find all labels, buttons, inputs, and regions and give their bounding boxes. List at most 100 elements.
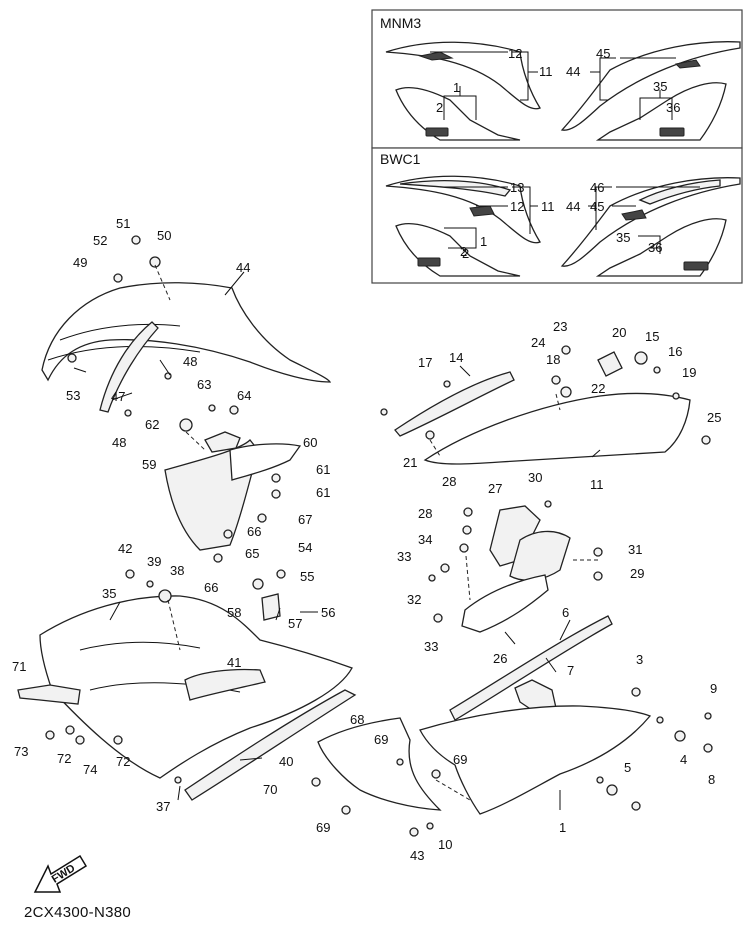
part-label-23: 23 — [553, 319, 567, 334]
part-label-31: 31 — [628, 542, 642, 557]
inset-label-36-mnm3: 36 — [666, 100, 680, 115]
part-label-7: 7 — [567, 663, 574, 678]
inset-label-44-bwc1: 44 — [566, 199, 580, 214]
part-label-59: 59 — [142, 457, 156, 472]
part-label-52: 52 — [93, 233, 107, 248]
inset-label-1-mnm3: 1 — [453, 80, 460, 95]
part-labels: 1 2 3 4 5 6 7 8 9 10 11 12 13 14 15 16 1… — [12, 46, 721, 863]
part-label-14: 14 — [449, 350, 463, 365]
part-label-40: 40 — [279, 754, 293, 769]
part-label-56: 56 — [321, 605, 335, 620]
part-label-48a: 48 — [183, 354, 197, 369]
part-label-33b: 33 — [424, 639, 438, 654]
part-label-21: 21 — [403, 455, 417, 470]
part-label-29: 29 — [630, 566, 644, 581]
part-label-61a: 61 — [316, 462, 330, 477]
part-label-35: 35 — [102, 586, 116, 601]
part-label-16: 16 — [668, 344, 682, 359]
part-label-66a: 66 — [247, 524, 261, 539]
part-label-8: 8 — [708, 772, 715, 787]
part-label-68: 68 — [350, 712, 364, 727]
part-label-28a: 28 — [442, 474, 456, 489]
part-label-4: 4 — [680, 752, 687, 767]
inset-box-mnm3: MNM3 — [371, 9, 743, 149]
part-label-9: 9 — [710, 681, 717, 696]
inset-label-46-bwc1: 46 — [590, 180, 604, 195]
part-label-57: 57 — [288, 616, 302, 631]
part-label-62: 62 — [145, 417, 159, 432]
part-label-55: 55 — [300, 569, 314, 584]
part-label-11: 11 — [590, 477, 604, 492]
inset-box-bwc1: BWC1 — [371, 147, 743, 284]
inset-label-11-bwc1: 11 — [541, 199, 555, 214]
part-label-49: 49 — [73, 255, 87, 270]
part-label-42: 42 — [118, 541, 132, 556]
part-label-27: 27 — [488, 481, 502, 496]
fwd-arrow-icon — [33, 854, 88, 893]
part-label-15: 15 — [645, 329, 659, 344]
part-label-70: 70 — [263, 782, 277, 797]
main-drawing — [17, 235, 713, 837]
part-label-43: 43 — [410, 848, 424, 863]
inset-label-11-mnm3: 11 — [539, 64, 553, 79]
part-label-67: 67 — [298, 512, 312, 527]
diagram-code: 2CX4300-N380 — [24, 904, 132, 921]
part-label-72a: 72 — [57, 751, 71, 766]
part-label-58: 58 — [227, 605, 241, 620]
part-label-53: 53 — [66, 388, 80, 403]
part-label-17: 17 — [418, 355, 432, 370]
part-label-5: 5 — [624, 760, 631, 775]
part-label-74: 74 — [83, 762, 97, 777]
part-label-33a: 33 — [397, 549, 411, 564]
part-label-12: 12 — [508, 46, 522, 61]
part-label-63: 63 — [197, 377, 211, 392]
part-label-72b: 72 — [116, 754, 130, 769]
inset-title-mnm3: MNM3 — [380, 15, 421, 31]
part-label-2: 2 — [460, 244, 467, 259]
part-label-71: 71 — [12, 659, 26, 674]
part-label-47: 47 — [111, 389, 125, 404]
part-label-61b: 61 — [316, 485, 330, 500]
part-label-69b: 69 — [453, 752, 467, 767]
part-label-18: 18 — [546, 352, 560, 367]
part-label-73: 73 — [14, 744, 28, 759]
inset-label-36-bwc1: 36 — [648, 240, 662, 255]
part-label-60: 60 — [303, 435, 317, 450]
part-label-13: 13 — [510, 180, 524, 195]
part-label-24: 24 — [531, 335, 545, 350]
part-label-48b: 48 — [112, 435, 126, 450]
part-label-20: 20 — [612, 325, 626, 340]
part-label-30: 30 — [528, 470, 542, 485]
inset-label-2-mnm3: 2 — [436, 100, 443, 115]
part-label-25: 25 — [707, 410, 721, 425]
part-label-22: 22 — [591, 381, 605, 396]
inset-label-1-bwc1: 1 — [480, 234, 487, 249]
part-label-3: 3 — [636, 652, 643, 667]
part-label-44: 44 — [236, 260, 250, 275]
part-label-1: 1 — [559, 820, 566, 835]
inset-label-45-bwc1: 45 — [590, 199, 604, 214]
inset-title-bwc1: BWC1 — [380, 151, 421, 167]
part-label-39: 39 — [147, 554, 161, 569]
part-label-38: 38 — [170, 563, 184, 578]
inset-label-44-mnm3: 44 — [566, 64, 580, 79]
part-label-41: 41 — [227, 655, 241, 670]
part-label-64: 64 — [237, 388, 251, 403]
part-label-32: 32 — [407, 592, 421, 607]
part-label-69c: 69 — [316, 820, 330, 835]
inset-label-12-bwc1: 12 — [510, 199, 524, 214]
part-label-6: 6 — [562, 605, 569, 620]
part-label-51: 51 — [116, 216, 130, 231]
part-label-34: 34 — [418, 532, 432, 547]
part-label-66b: 66 — [204, 580, 218, 595]
inset-label-45-mnm3: 45 — [596, 46, 610, 61]
part-label-54: 54 — [298, 540, 312, 555]
inset-label-35-mnm3: 35 — [653, 79, 667, 94]
part-label-26: 26 — [493, 651, 507, 666]
part-label-10: 10 — [438, 837, 452, 852]
part-label-19: 19 — [682, 365, 696, 380]
fasteners — [45, 235, 713, 837]
part-label-69a: 69 — [374, 732, 388, 747]
inset-label-35-bwc1: 35 — [616, 230, 630, 245]
